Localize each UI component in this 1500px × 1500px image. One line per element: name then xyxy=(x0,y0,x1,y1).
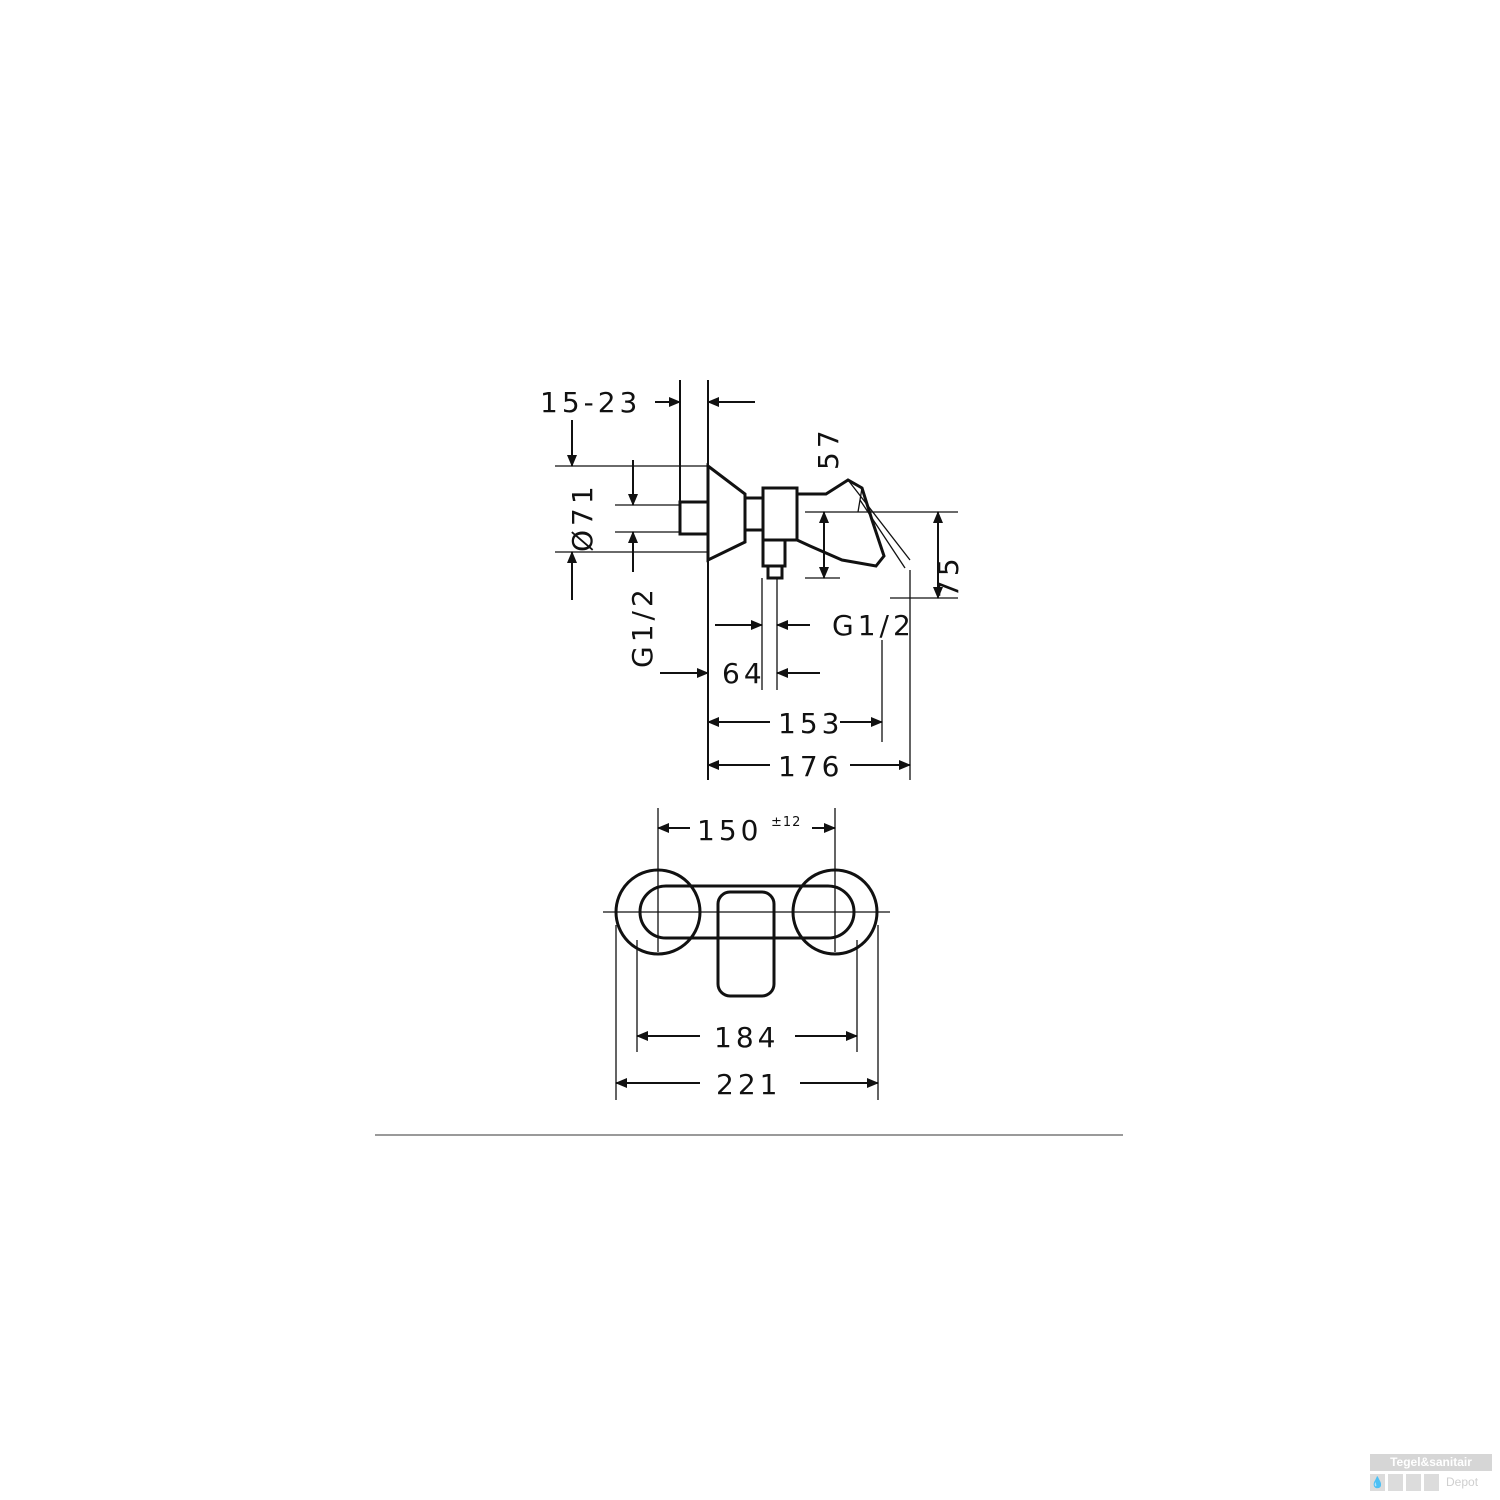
watermark-brand: Tegel&sanitair xyxy=(1370,1454,1492,1471)
dim-center-distance: 150 xyxy=(697,814,762,847)
watermark-logo: Tegel&sanitair 💧 Depot xyxy=(1368,1454,1492,1494)
mixer-side-silhouette xyxy=(678,462,911,580)
dim-inner-width: 184 xyxy=(714,1021,779,1054)
tile-icon xyxy=(1406,1474,1421,1491)
dim-center-distance-tolerance: ±12 xyxy=(771,815,801,830)
side-view: 15-23 Ø71 G1/2 57 75 G1/2 xyxy=(540,380,965,783)
dim-projection-total: 176 xyxy=(778,750,843,783)
tile-icon xyxy=(1388,1474,1403,1491)
dim-handle-angle: 57 xyxy=(812,426,845,470)
watermark-tiles: 💧 xyxy=(1370,1474,1439,1491)
dim-projection-outlet: 153 xyxy=(778,707,843,740)
dim-overall-width: 221 xyxy=(716,1068,781,1101)
dim-outlet-thread: G1/2 xyxy=(832,609,915,642)
dim-handle-height: 75 xyxy=(932,554,965,598)
dim-rosette-diameter: Ø71 xyxy=(566,482,599,552)
watermark-sub: Depot xyxy=(1446,1475,1479,1489)
water-drop-icon: 💧 xyxy=(1370,1474,1385,1491)
mixer-front-silhouette xyxy=(614,868,879,998)
dim-wall-depth: 15-23 xyxy=(540,386,641,419)
dim-outlet-offset: 64 xyxy=(722,657,766,690)
dim-inlet-thread: G1/2 xyxy=(626,585,659,668)
front-view: 150 ±12 184 221 xyxy=(603,808,890,1101)
tile-icon xyxy=(1424,1474,1439,1491)
